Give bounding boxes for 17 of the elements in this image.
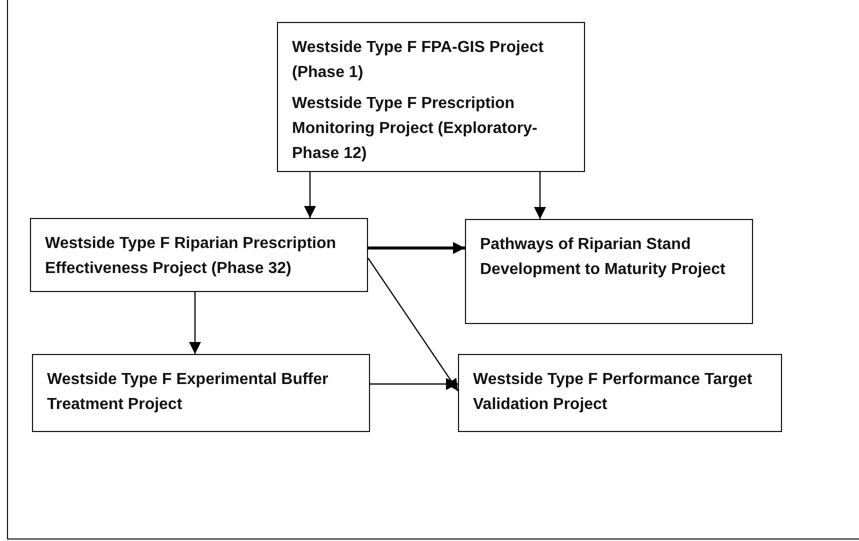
arrow (368, 258, 458, 392)
box-text: Westside Type F Prescription Monitoring Project (Exploratory-Phase 12) (292, 94, 538, 164)
box-text: Pathways of Riparian Stand Development to Maturity Project (480, 235, 726, 280)
box-text: Westside Type F Performance Target Validation Project (473, 370, 754, 415)
arrow (189, 292, 201, 354)
box-text: Westside Type F Experimental Buffer Treatment Project (47, 370, 330, 415)
process-box (30, 218, 368, 292)
arrow (370, 378, 458, 390)
box-text: Westside Type F FPA-GIS Project (Phase 1) (292, 38, 545, 83)
box-text: Westside Type F Riparian Prescription Effectiveness Project (Phase 32) (45, 234, 338, 279)
process-box (277, 22, 585, 172)
process-box (465, 219, 753, 324)
process-box (32, 354, 370, 432)
arrow (368, 242, 465, 254)
arrow (534, 172, 546, 219)
process-box (458, 354, 782, 432)
arrow (304, 172, 316, 218)
